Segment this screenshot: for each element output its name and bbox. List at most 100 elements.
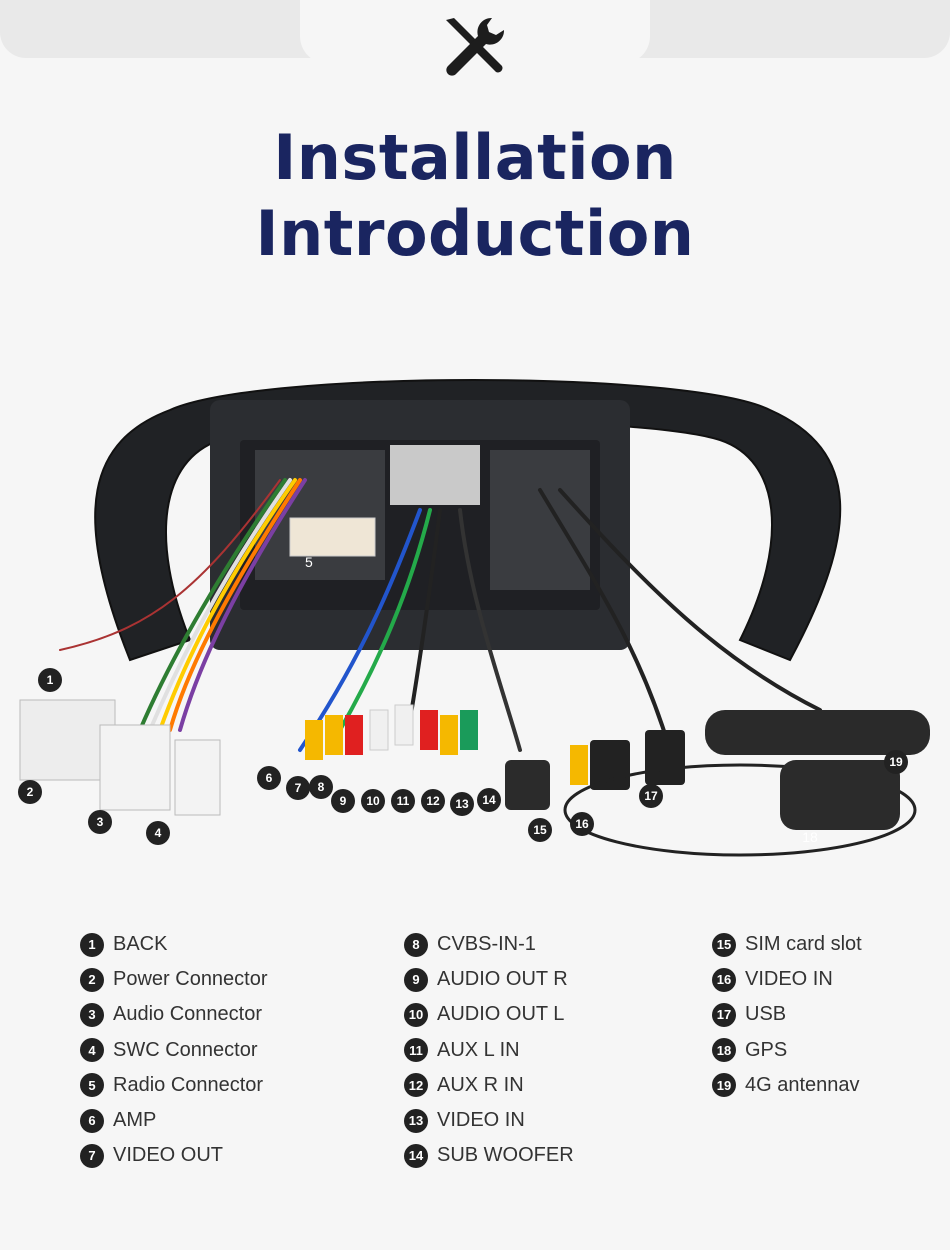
product-image: 5 1 2 3 4 — [18, 379, 930, 857]
callout-18: 18 — [802, 829, 818, 845]
svg-text:17: 17 — [644, 789, 658, 803]
legend-number: 11 — [404, 1038, 428, 1063]
legend-label: AUDIO OUT L — [437, 1003, 565, 1026]
4g-antenna — [705, 710, 930, 755]
legend-number: 18 — [712, 1038, 736, 1063]
legend-number: 19 — [712, 1073, 736, 1098]
power-connector — [19, 699, 116, 781]
legend-number: 6 — [80, 1108, 104, 1133]
svg-text:18: 18 — [802, 829, 818, 845]
legend-label: GPS — [745, 1038, 788, 1061]
callout-6: 6 — [257, 766, 281, 790]
legend-label: CVBS-IN-1 — [437, 933, 536, 956]
legend-number: 4 — [80, 1038, 104, 1063]
radio-connector-block — [289, 517, 376, 557]
legend-number: 15 — [712, 932, 736, 957]
callout-3: 3 — [88, 810, 112, 834]
svg-text:4: 4 — [155, 826, 162, 840]
callout-16: 16 — [570, 812, 594, 836]
legend-item: 19 4G antennav — [712, 1068, 862, 1103]
callout-12: 12 — [421, 789, 445, 813]
legend-label: Audio Connector — [113, 1003, 262, 1026]
svg-text:10: 10 — [366, 794, 380, 808]
gps-module — [780, 760, 900, 830]
svg-text:7: 7 — [295, 781, 302, 795]
legend-item: 11 AUX L IN — [404, 1033, 574, 1068]
svg-text:19: 19 — [889, 755, 903, 769]
legend-number: 12 — [404, 1073, 428, 1098]
legend-item: 15 SIM card slot — [712, 927, 862, 962]
legend-item: 5 Radio Connector — [80, 1068, 268, 1103]
svg-text:3: 3 — [97, 815, 104, 829]
legend-column-2: 8 CVBS-IN-1 9 AUDIO OUT R 10 AUDIO OUT L 11… — [404, 927, 574, 1173]
legend-label: AUX L IN — [437, 1038, 520, 1061]
legend-label: Radio Connector — [113, 1073, 264, 1096]
legend-label: SUB WOOFER — [437, 1144, 574, 1167]
svg-text:1: 1 — [47, 673, 54, 687]
legend-number: 17 — [712, 1002, 736, 1027]
callout-10: 10 — [361, 789, 385, 813]
audio-connector — [99, 724, 171, 811]
callout-17: 17 — [639, 784, 663, 808]
svg-text:8: 8 — [318, 780, 325, 794]
callout-7: 7 — [286, 776, 310, 800]
legend-number: 8 — [404, 932, 428, 957]
svg-text:15: 15 — [533, 823, 547, 837]
legend-item: 18 GPS — [712, 1033, 862, 1068]
callout-14: 14 — [477, 788, 501, 812]
svg-text:14: 14 — [482, 793, 496, 807]
svg-text:12: 12 — [426, 794, 440, 808]
legend-label: VIDEO OUT — [113, 1144, 224, 1167]
page-title-line1: Installation — [273, 121, 677, 194]
callout-9: 9 — [331, 789, 355, 813]
legend-item: 8 CVBS-IN-1 — [404, 927, 574, 962]
legend-number: 10 — [404, 1002, 428, 1027]
legend-label: SIM card slot — [745, 933, 862, 956]
legend-label: AUX R IN — [437, 1073, 524, 1096]
legend-item: 7 VIDEO OUT — [80, 1138, 268, 1173]
svg-text:11: 11 — [397, 794, 410, 808]
legend-item: 17 USB — [712, 997, 862, 1032]
legend-label: BACK — [113, 933, 168, 956]
callout-1: 1 — [38, 668, 62, 692]
legend-label: Power Connector — [113, 968, 268, 991]
callout-2: 2 — [18, 780, 42, 804]
legend-number: 1 — [80, 932, 104, 957]
legend-item: 6 AMP — [80, 1103, 268, 1138]
legend-number: 16 — [712, 967, 736, 992]
page-title-line2: Introduction — [255, 197, 695, 270]
legend-label: 4G antennav — [745, 1073, 860, 1096]
legend-label: USB — [745, 1003, 787, 1026]
callout-8: 8 — [309, 775, 333, 799]
tools-icon — [446, 17, 505, 76]
legend-label: VIDEO IN — [745, 968, 833, 991]
legend-item: 14 SUB WOOFER — [404, 1138, 574, 1173]
legend-number: 7 — [80, 1143, 104, 1168]
legend-label: AMP — [113, 1109, 157, 1132]
legend-item: 1 BACK — [80, 927, 268, 962]
svg-text:9: 9 — [340, 794, 347, 808]
svg-text:13: 13 — [455, 797, 469, 811]
callout-15: 15 — [528, 818, 552, 842]
legend-item: 3 Audio Connector — [80, 997, 268, 1032]
legend-item: 16 VIDEO IN — [712, 962, 862, 997]
callout-4: 4 — [146, 821, 170, 845]
callout-11: 11 — [391, 789, 415, 813]
callout-19: 19 — [884, 750, 908, 774]
svg-text:16: 16 — [575, 817, 589, 831]
legend-label: AUDIO OUT R — [437, 968, 568, 991]
legend-item: 12 AUX R IN — [404, 1068, 574, 1103]
legend-number: 9 — [404, 967, 428, 992]
legend-column-3: 15 SIM card slot 16 VIDEO IN 17 USB 18 GPS 1… — [712, 927, 862, 1103]
legend-number: 14 — [404, 1143, 428, 1168]
legend-number: 5 — [80, 1073, 104, 1098]
svg-text:2: 2 — [27, 785, 34, 799]
callout-13: 13 — [450, 792, 474, 816]
legend-number: 3 — [80, 1002, 104, 1027]
svg-text:6: 6 — [266, 771, 273, 785]
